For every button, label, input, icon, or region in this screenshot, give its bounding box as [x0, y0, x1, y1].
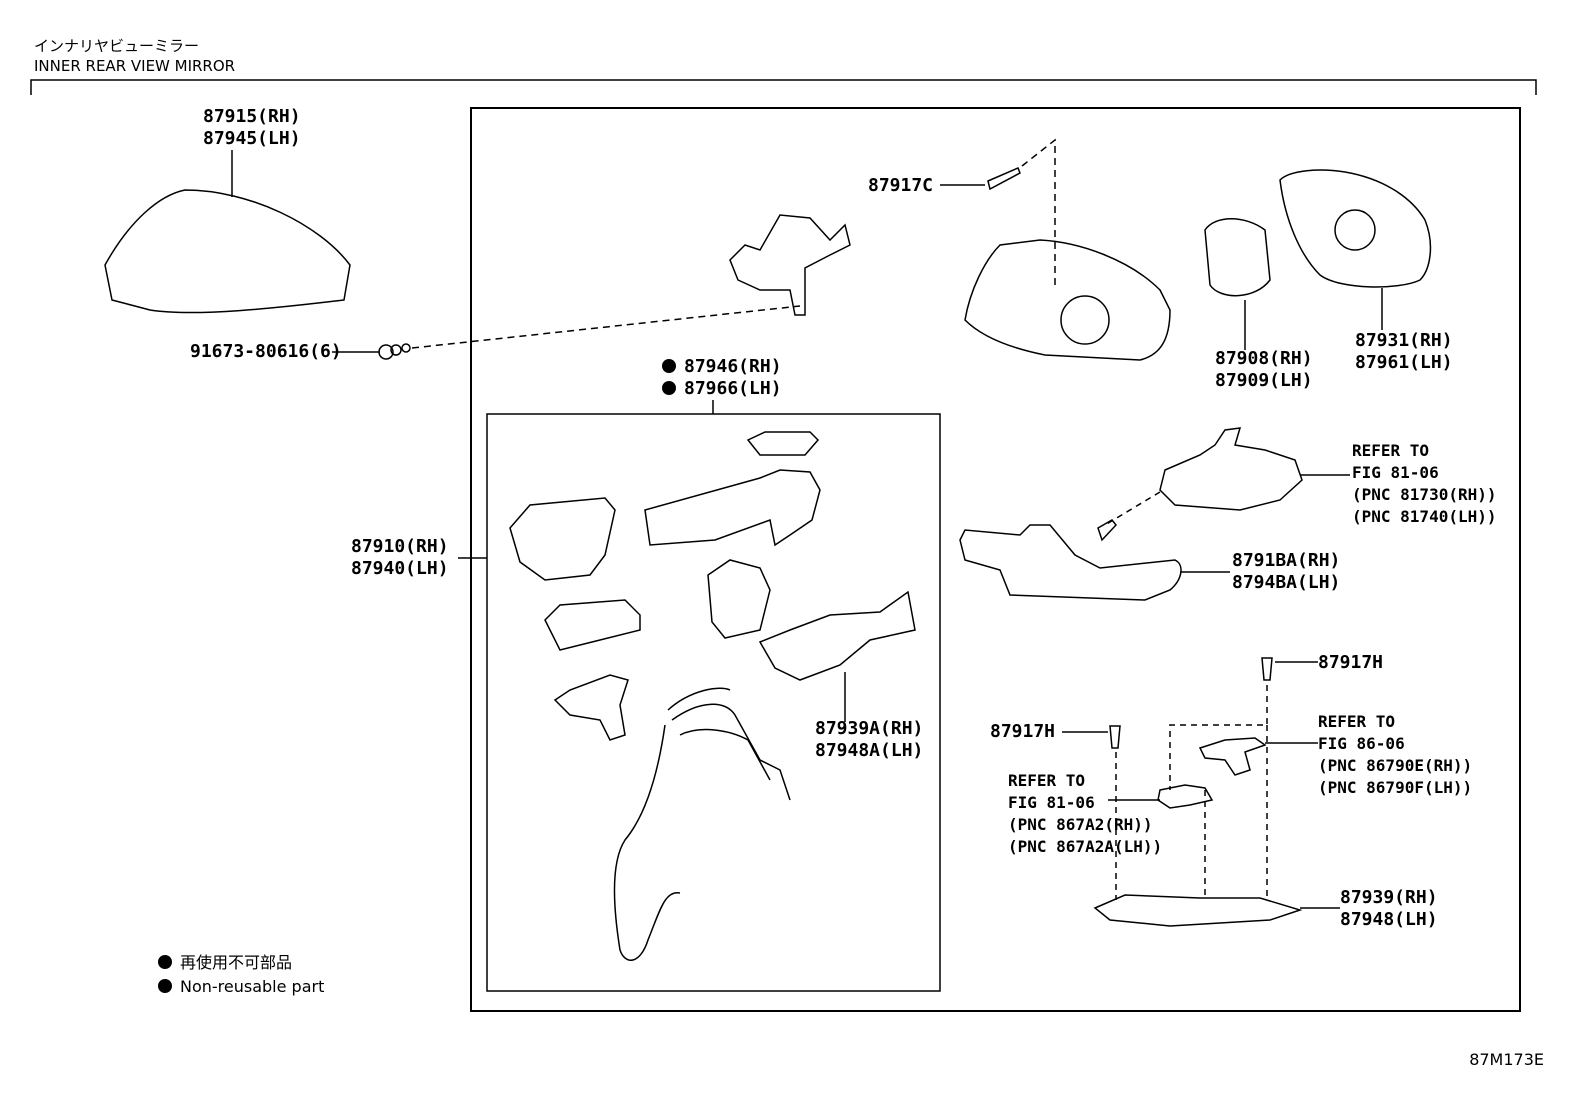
legend-dot: [158, 979, 172, 993]
label-cover-inner-rh: 87939A(RH): [815, 718, 924, 739]
label-screw-right: 87917H: [1318, 652, 1384, 673]
non-reusable-dot: [662, 359, 676, 373]
non-reusable-dot: [662, 381, 676, 395]
ref2-line1: REFER TO: [1318, 712, 1396, 731]
label-glass-lh: 87961(LH): [1355, 352, 1453, 373]
ref3-line4: (PNC 867A2A(LH)): [1008, 837, 1163, 856]
label-lower-cover: 87939(RH) 87948(LH): [1340, 887, 1438, 931]
ref2-line2: FIG 86-06: [1318, 734, 1405, 753]
label-actuator: 87908(RH) 87909(LH): [1215, 348, 1313, 392]
label-actuator-lh: 87909(LH): [1215, 370, 1313, 391]
ref3-line2: FIG 81-06: [1008, 793, 1095, 812]
ref1-line2: FIG 81-06: [1352, 463, 1439, 482]
label-cover-rh: 87915(RH): [203, 106, 301, 127]
label-glass: 87931(RH) 87961(LH): [1355, 330, 1453, 374]
figure-code: 87M173E: [1469, 1050, 1544, 1069]
label-cover: 87915(RH) 87945(LH): [203, 106, 301, 150]
ref3-line1: REFER TO: [1008, 771, 1086, 790]
label-bolt: 91673-80616(6): [190, 341, 342, 362]
label-garnish-lh: 8794BA(LH): [1232, 572, 1341, 593]
main-frame: [470, 107, 1521, 1012]
ref2-line4: (PNC 86790F(LH)): [1318, 778, 1473, 797]
label-glass-rh: 87931(RH): [1355, 330, 1453, 351]
label-garnish: 8791BA(RH) 8794BA(LH): [1232, 550, 1340, 594]
label-cover-inner: 87939A(RH) 87948A(LH): [815, 718, 923, 762]
label-mirror-assy-lh: 87940(LH): [351, 558, 449, 579]
label-garnish-rh: 8791BA(RH): [1232, 550, 1341, 571]
reference-note-3: REFER TO FIG 81-06 (PNC 867A2(RH)) (PNC …: [1008, 770, 1162, 858]
label-lower-cover-rh: 87939(RH): [1340, 887, 1438, 908]
reference-note-1: REFER TO FIG 81-06 (PNC 81730(RH)) (PNC …: [1352, 440, 1497, 528]
sub-assembly-frame: [486, 413, 941, 992]
label-actuator-rh: 87908(RH): [1215, 348, 1313, 369]
ref1-line1: REFER TO: [1352, 441, 1430, 460]
label-lower-cover-lh: 87948(LH): [1340, 909, 1438, 930]
label-screw-top: 87917C: [868, 175, 934, 196]
label-cover-inner-lh: 87948A(LH): [815, 740, 924, 761]
title-english: INNER REAR VIEW MIRROR: [34, 57, 236, 75]
label-cover-lh: 87945(LH): [203, 128, 301, 149]
ref2-line3: (PNC 86790E(RH)): [1318, 756, 1473, 775]
label-sub-assy-rh: 87946(RH): [684, 356, 782, 377]
label-screw-mid: 87917H: [990, 721, 1056, 742]
ref3-line3: (PNC 867A2(RH)): [1008, 815, 1153, 834]
legend: 再使用不可部品 Non-reusable part: [158, 951, 324, 999]
mirror-cover-shape: [104, 189, 351, 314]
label-mirror-assy-rh: 87910(RH): [351, 536, 449, 557]
legend-dot: [158, 955, 172, 969]
label-sub-assy: 87946(RH) 87966(LH): [662, 356, 782, 400]
label-sub-assy-lh: 87966(LH): [684, 378, 782, 399]
title-japanese: インナリヤビューミラー: [34, 37, 200, 55]
gasket-shape: [746, 431, 820, 456]
ref1-line4: (PNC 81740(LH)): [1352, 507, 1497, 526]
label-mirror-assy: 87910(RH) 87940(LH): [351, 536, 449, 580]
legend-jp: 再使用不可部品: [180, 953, 293, 972]
legend-en: Non-reusable part: [180, 977, 325, 996]
reference-note-2: REFER TO FIG 86-06 (PNC 86790E(RH)) (PNC…: [1318, 711, 1472, 799]
ref1-line3: (PNC 81730(RH)): [1352, 485, 1497, 504]
